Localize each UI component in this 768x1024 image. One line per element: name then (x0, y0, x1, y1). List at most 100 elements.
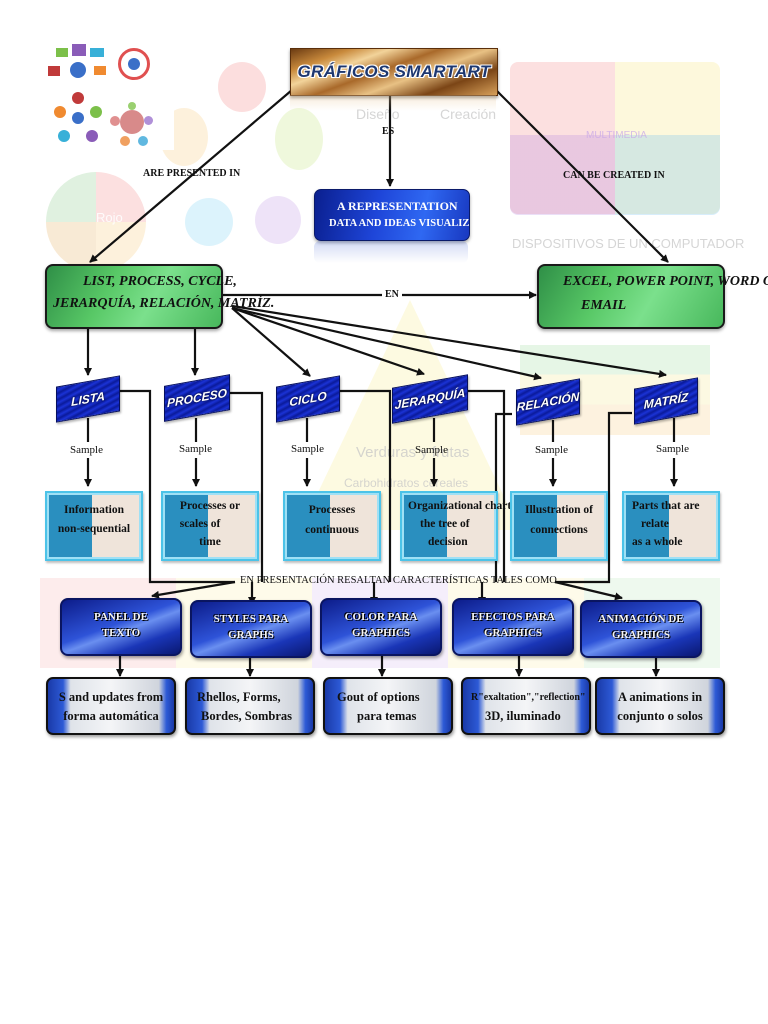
bg-text-multimedia: MULTIMEDIA (586, 130, 647, 141)
title-text: GRÁFICOS SMARTART (297, 62, 491, 81)
smartart-thumbnail-image (44, 42, 174, 150)
connector-bracket-ciclo (340, 389, 392, 582)
apps-line2: EMAIL (581, 298, 627, 313)
category-label: LISTA (71, 389, 105, 409)
bg-multimedia-grid-lower (510, 135, 720, 215)
feature-label: GRAPHICS (611, 629, 671, 641)
feature-label: GRAPHICS (351, 627, 411, 639)
title-reflection (290, 95, 496, 111)
thumb-shape (120, 110, 144, 134)
connector-to-ciclo (231, 307, 311, 377)
feature-label: ANIMACIÓN DE (598, 613, 684, 625)
detail-box-color: Gout of options para temas (323, 677, 453, 735)
thumb-shape (90, 48, 104, 57)
bg-text-creacion: Creación (440, 106, 497, 122)
title-banner: GRÁFICOS SMARTART (290, 48, 498, 96)
thumb-shape (48, 66, 60, 76)
feature-label: TEXTO (101, 627, 141, 639)
feature-box-panel-texto: PANEL DE TEXTO (60, 598, 182, 656)
representation-line2: DATA AND IDEAS VISUALIZA (329, 218, 470, 229)
connector-title-to-types (89, 89, 293, 263)
category-label: MATRÍZ (643, 390, 689, 412)
feature-label: GRAPHS (228, 629, 274, 641)
sample-label: Sample (415, 444, 448, 456)
detail-text: para temas (357, 709, 417, 723)
sample-text: Organizational chart (408, 500, 512, 512)
thumb-shape (128, 102, 136, 110)
sample-text: as a whole (632, 536, 683, 548)
bg-text-dispositivos: DISPOSITIVOS DE UN COMPUTADOR (512, 236, 745, 251)
bg-circle (275, 108, 323, 170)
sample-box-lista: Information non-sequential (45, 491, 143, 561)
sample-box-proceso: Processes or scales of time (161, 491, 259, 561)
category-label: CICLO (289, 388, 327, 410)
feature-label: STYLES PARA (213, 613, 289, 625)
sample-box-jerarquia: Organizational chart the tree of decisio… (400, 491, 511, 561)
thumb-shape (120, 136, 130, 146)
sample-text: Illustration of (524, 504, 594, 516)
sample-text: relate (641, 518, 669, 530)
feature-label: EFECTOS PARA (471, 611, 555, 623)
detail-text: Gout of options (337, 690, 420, 704)
sample-text: Processes or (179, 500, 241, 512)
feature-box-animacion: ANIMACIÓN DE GRAPHICS (580, 600, 702, 658)
bg-text-rojo: Rojo (96, 210, 123, 225)
connector-bracket-matriz (555, 411, 632, 584)
thumb-shape (86, 130, 98, 142)
thumb-shape (58, 130, 70, 142)
label-are-presented-in: ARE PRESENTED IN (143, 168, 241, 179)
feature-label: PANEL DE (94, 611, 148, 623)
sample-text: non-sequential (57, 523, 131, 535)
sample-label: Sample (70, 444, 103, 456)
sample-text: time (199, 536, 221, 548)
thumb-shape (90, 106, 102, 118)
detail-text: S and updates from (58, 690, 164, 704)
detail-box-efectos: R"exaltation","reflection" 3D, iluminado (461, 677, 591, 735)
thumb-shape (128, 58, 140, 70)
connector-title-to-apps (493, 87, 669, 263)
category-label: PROCESO (166, 385, 227, 411)
connector-bracket-jerarquia (466, 389, 506, 582)
bg-circle (185, 198, 233, 246)
representation-reflection (314, 241, 468, 263)
detail-text: Bordes, Sombras (201, 709, 292, 723)
thumb-shape (54, 106, 66, 118)
sample-text: connections (530, 524, 588, 536)
sample-label: Sample (535, 444, 568, 456)
thumb-shape (72, 44, 86, 56)
label-en: EN (382, 289, 402, 300)
feature-box-color: COLOR PARA GRAPHICS (320, 598, 442, 656)
thumb-shape (70, 62, 86, 78)
sample-text: Parts that are (632, 500, 700, 512)
thumb-shape (94, 66, 106, 75)
sample-label: Sample (179, 443, 212, 455)
types-line2: JERARQUÍA, RELACIÓN, MATRÍZ. (53, 296, 275, 311)
detail-text: 3D, iluminado (485, 709, 561, 723)
bg-text-verduras: Verduras y frutas (356, 444, 470, 461)
connector-to-matriz (231, 304, 667, 378)
connector-to-panel (151, 580, 236, 599)
thumb-shape (72, 92, 84, 104)
category-label: JERARQUÍA (394, 385, 466, 413)
feature-label: GRAPHICS (483, 627, 543, 639)
bg-circle (218, 62, 266, 112)
detail-text: conjunto o solos (617, 709, 703, 723)
connector-to-animacion (554, 580, 623, 601)
label-can-be-created-in: CAN BE CREATED IN (563, 170, 665, 181)
detail-box-styles: Rhellos, Forms, Bordes, Sombras (185, 677, 315, 735)
connector-to-relacion (231, 306, 542, 381)
bg-circle (255, 196, 301, 244)
sample-label: Sample (656, 443, 689, 455)
types-box: LIST, PROCESS, CYCLE, JERARQUÍA, RELACIÓ… (45, 264, 274, 329)
connector-bracket-lista (118, 389, 235, 584)
label-resaltan: EN PRESENTACIÓN RESALTAN CARACTERÍSTICAS… (240, 575, 557, 586)
sample-text: continuous (305, 524, 359, 536)
thumb-shape (110, 116, 120, 126)
sample-box-matriz: Parts that are relate as a whole (622, 491, 720, 561)
detail-box-animacion: A animations in conjunto o solos (595, 677, 725, 735)
category-label: RELACIÓN (516, 389, 580, 415)
detail-text: R"exaltation","reflection" (471, 692, 586, 703)
bg-text-diseno: Diseño (356, 106, 400, 122)
representation-box: A REPRESENTATION DATA AND IDEAS VISUALIZ… (314, 189, 470, 241)
